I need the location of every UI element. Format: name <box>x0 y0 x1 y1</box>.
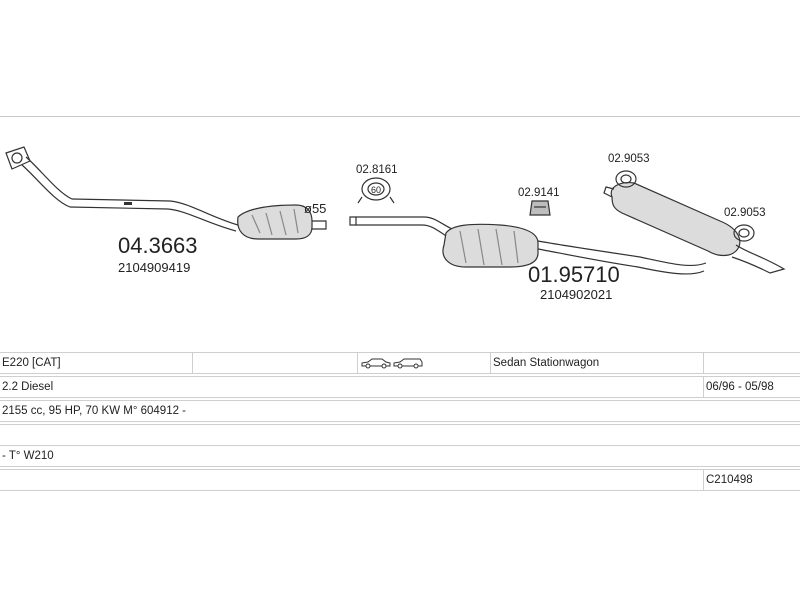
car-body-icon <box>361 358 423 369</box>
exhaust-diagram: 04.3663 2104909419 ø55 02.8161 60 02.914… <box>5 146 786 302</box>
top-divider <box>0 116 800 117</box>
spec-row-model: E220 [CAT] Sedan Stationwagon <box>0 352 800 374</box>
spec-row-catalog: C210498 <box>0 469 800 491</box>
diameter-label: ø55 <box>304 201 326 216</box>
spec-row-type: - T° W210 <box>0 445 800 467</box>
engine-cell: 2.2 Diesel <box>0 376 704 398</box>
type-cell: - T° W210 <box>0 445 800 467</box>
front-pipe-icon <box>21 156 239 232</box>
hanger-1-icon <box>615 170 637 188</box>
rear-oe: 2104902021 <box>540 287 612 302</box>
mount-a-code: 02.8161 <box>356 164 398 176</box>
front-catalyst-icon <box>237 204 327 240</box>
clamp-icon <box>529 200 551 216</box>
spec-row-details: 2155 cc, 95 HP, 70 KW M° 604912 - <box>0 400 800 422</box>
spec-row-empty <box>0 424 800 446</box>
spec-table: E220 [CAT] Sedan Stationwagon 2.2 Diesel… <box>0 352 800 491</box>
mount-a-icon <box>357 177 395 204</box>
body-cell: Sedan Stationwagon <box>490 352 704 374</box>
model-cell: E220 [CAT] <box>0 352 193 374</box>
center-silencer-icon <box>442 223 707 275</box>
rear-code: 01.95710 <box>528 262 620 287</box>
hanger-2-code: 02.9053 <box>724 207 766 219</box>
mount-a-size: 60 <box>371 185 381 195</box>
middle-pipe-icon <box>349 216 453 238</box>
details-cell: 2155 cc, 95 HP, 70 KW M° 604912 - <box>0 400 800 422</box>
catalog-cell: C210498 <box>703 469 800 491</box>
rear-silencer-icon <box>603 182 786 274</box>
spec-row-engine: 2.2 Diesel 06/96 - 05/98 <box>0 376 800 398</box>
hanger-1-code: 02.9053 <box>608 153 650 165</box>
car-icons-cell <box>357 352 491 374</box>
clamp-code: 02.9141 <box>518 187 560 199</box>
front-pipe-code: 04.3663 <box>118 233 198 258</box>
front-pipe-oe: 2104909419 <box>118 260 190 275</box>
years-cell: 06/96 - 05/98 <box>703 376 800 398</box>
hanger-2-icon <box>733 224 755 242</box>
